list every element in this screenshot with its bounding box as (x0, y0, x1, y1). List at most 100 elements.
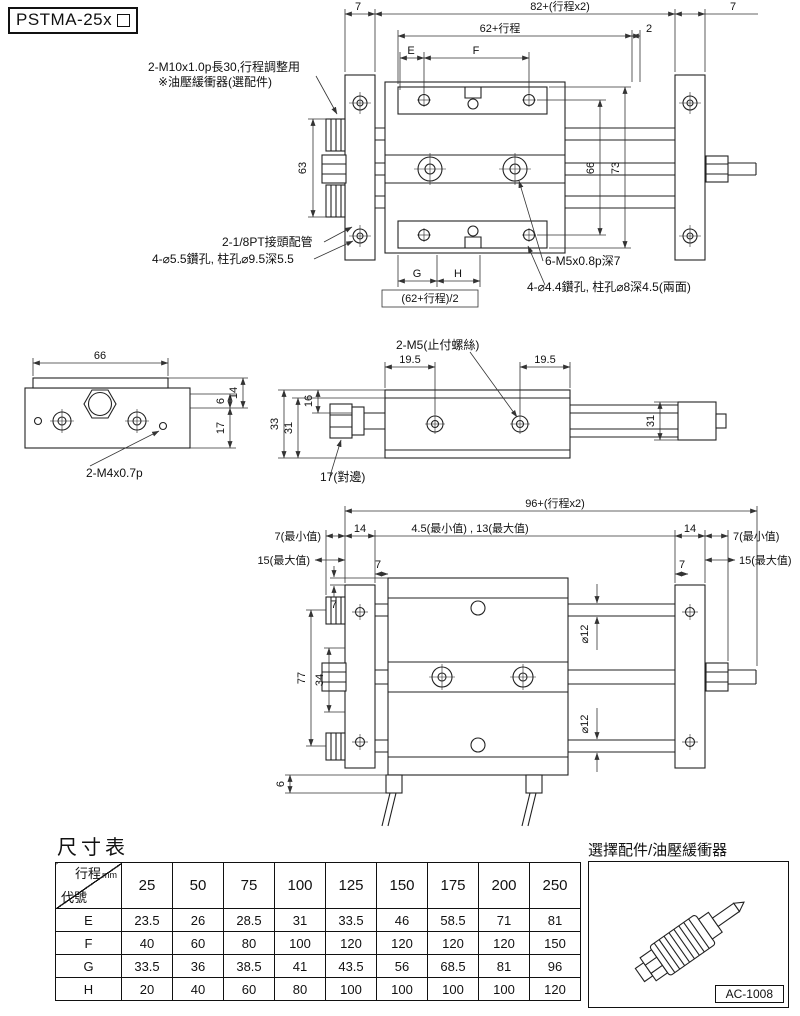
dim-label: 96+(行程x2) (525, 497, 585, 510)
dim-label: 82+(行程x2) (530, 0, 590, 13)
table-cell: 150 (529, 931, 581, 955)
dim-label: 14 (354, 523, 366, 535)
col-header: 175 (427, 862, 479, 909)
dim-label: 19.5 (399, 354, 420, 366)
note-label: 2-1/8PT接頭配管 (222, 234, 313, 249)
table-cell: 71 (478, 908, 530, 932)
table-row: G 33.5 36 38.5 41 43.5 56 68.5 81 96 (55, 954, 581, 978)
dim-label: 6 (275, 781, 287, 787)
front-view-geometry (321, 577, 757, 827)
dim-label: 31 (283, 422, 295, 434)
dim-label: 73 (610, 162, 622, 174)
table-cell: 100 (325, 977, 377, 1001)
top-view-geometry (321, 74, 757, 261)
top-view: 7 82+(行程x2) 7 62+行程 2 E F 63 66 73 G H (… (148, 0, 758, 308)
table-cell: 36 (172, 954, 224, 978)
dim-label: 7(最小值) (733, 530, 779, 543)
dim-label: 33 (269, 418, 281, 430)
dim-label: 16 (303, 395, 315, 407)
col-header: 150 (376, 862, 428, 909)
dim-label: 6 (215, 398, 227, 404)
table-cell: 58.5 (427, 908, 479, 932)
front-view-extension-lines (285, 506, 758, 794)
table-row: H 20 40 60 80 100 100 100 100 120 (55, 977, 581, 1001)
top-view-dim-lines (310, 11, 706, 284)
dim-label: F (473, 45, 480, 57)
dim-box (381, 289, 479, 308)
dim-label: 66 (585, 162, 597, 174)
dim-label: (62+行程)/2 (401, 292, 458, 305)
table-cell: 80 (274, 977, 326, 1001)
dim-label: 17 (215, 422, 227, 434)
table-cell: 120 (427, 931, 479, 955)
table-cell: 56 (376, 954, 428, 978)
row-code: G (55, 954, 122, 978)
side-view: 2-M5(止付螺絲) 19.5 19.5 33 31 16 31 17(對邊) (269, 337, 727, 484)
dim-label: E (407, 45, 414, 57)
dim-label: 19.5 (534, 354, 555, 366)
table-cell: 33.5 (325, 908, 377, 932)
corner-unit-label: mm (102, 870, 117, 880)
table-cell: 23.5 (121, 908, 173, 932)
table-corner-cell: 行程mm 代號 (55, 862, 122, 909)
table-cell: 81 (529, 908, 581, 932)
table-cell: 26 (172, 908, 224, 932)
dim-label: 7(最小值) (275, 530, 321, 543)
col-header: 50 (172, 862, 224, 909)
note-label: 2-M4x0.7p (86, 466, 143, 480)
dim-label: 66 (94, 350, 106, 362)
table-cell: 100 (478, 977, 530, 1001)
table-cell: 60 (223, 977, 275, 1001)
dim-label: 2 (646, 23, 652, 35)
dim-label: 15(最大值) (257, 553, 310, 567)
table-cell: 20 (121, 977, 173, 1001)
table-cell: 96 (529, 954, 581, 978)
col-header: 100 (274, 862, 326, 909)
row-code: F (55, 931, 122, 955)
blank-size-box (117, 13, 131, 27)
side-view-labels: 2-M5(止付螺絲) 19.5 19.5 33 31 16 31 17(對邊) (269, 337, 657, 484)
corner-stroke-label: 行程mm (74, 866, 117, 881)
row-code: E (55, 908, 122, 932)
accessory-part-number: AC-1008 (714, 985, 784, 1003)
end-view-labels: 66 14 6 17 2-M4x0.7p (86, 350, 240, 480)
front-view: 96+(行程x2) 7(最小值) 15(最大值) 14 4.5(最小值) , 1… (257, 497, 792, 827)
dim-label: 77 (296, 672, 308, 684)
col-header: 125 (325, 862, 377, 909)
note-label: 4-⌀5.5鑽孔, 柱孔⌀9.5深5.5 (152, 251, 294, 266)
end-view: 66 14 6 17 2-M4x0.7p (24, 350, 248, 480)
dim-label: 31 (645, 415, 657, 427)
dim-label: 62+行程 (480, 22, 521, 35)
table-cell: 40 (172, 977, 224, 1001)
dim-label: 14 (684, 523, 696, 535)
table-cell: 33.5 (121, 954, 173, 978)
dim-label: 7 (375, 559, 381, 571)
side-view-dim-lines (281, 351, 663, 477)
table-cell: 100 (427, 977, 479, 1001)
top-view-labels: 7 82+(行程x2) 7 62+行程 2 E F 63 66 73 G H (… (148, 0, 736, 305)
dim-label: 7 (331, 599, 337, 611)
table-cell: 120 (478, 931, 530, 955)
model-label: PSTMA-25x (16, 10, 113, 29)
dim-label: ⌀12 (579, 715, 591, 734)
dim-label: 7 (355, 1, 361, 13)
table-cell: 120 (529, 977, 581, 1001)
col-header: 25 (121, 862, 173, 909)
table-cell: 81 (478, 954, 530, 978)
table-header-row: 行程mm 代號 25 50 75 100 125 150 175 200 250 (55, 862, 581, 909)
dim-label: 4.5(最小值) , 13(最大值) (411, 521, 528, 535)
accessory-box: AC-1008 (588, 861, 789, 1008)
table-cell: 46 (376, 908, 428, 932)
table-cell: 31 (274, 908, 326, 932)
col-header: 250 (529, 862, 581, 909)
top-view-extension-lines (308, 9, 758, 287)
col-header: 200 (478, 862, 530, 909)
table-cell: 80 (223, 931, 275, 955)
table-cell: 120 (325, 931, 377, 955)
dim-label: 15(最大值) (739, 553, 792, 567)
dim-label: 14 (228, 387, 240, 399)
dim-label: ⌀12 (579, 625, 591, 644)
dim-label: 7 (730, 1, 736, 13)
dim-label: 63 (297, 162, 309, 174)
